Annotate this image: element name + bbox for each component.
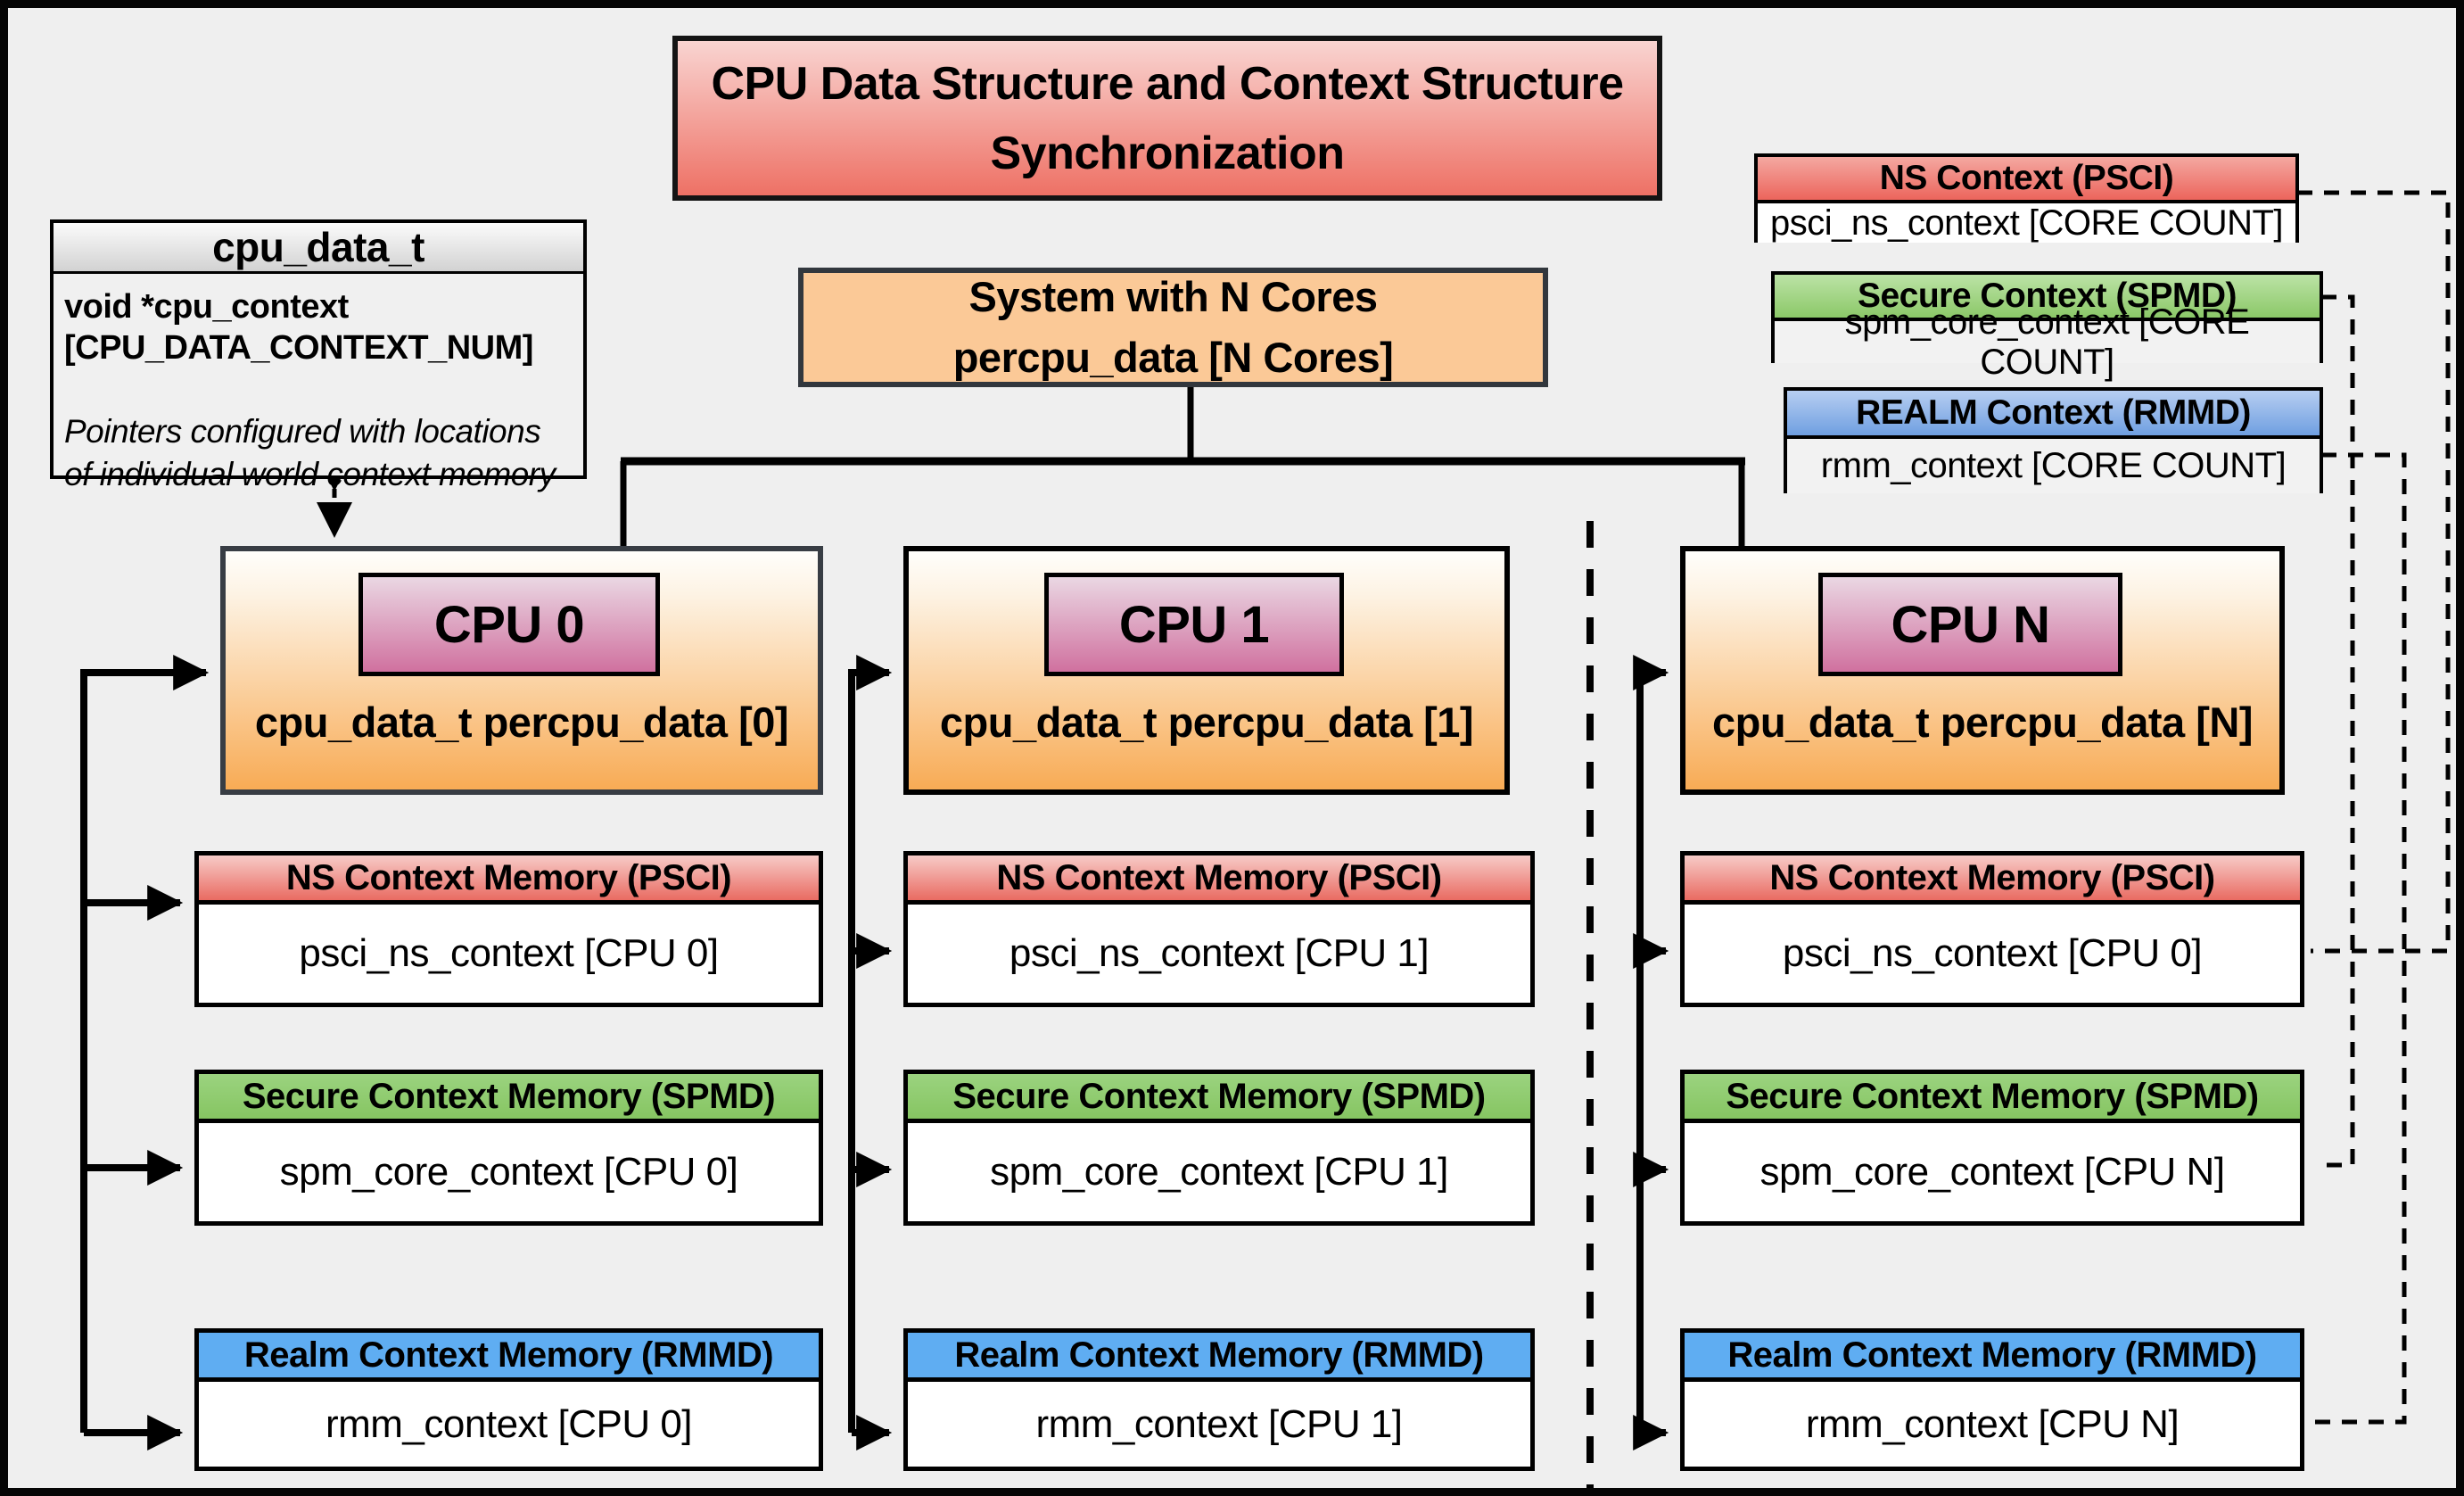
- cpu0-feed-lines: [80, 655, 210, 1451]
- struct-note-line1: Pointers configured with locations: [64, 413, 541, 450]
- cpuN-realm-context-memory: Realm Context Memory (RMMD) rmm_context …: [1680, 1328, 2304, 1471]
- cpu0-realm-title: Realm Context Memory (RMMD): [199, 1333, 819, 1382]
- cpuN-feed-lines: [1633, 655, 1669, 1451]
- legend-realm-context: REALM Context (RMMD) rmm_context [CORE C…: [1784, 387, 2323, 493]
- cpu1-ns-title: NS Context Memory (PSCI): [908, 855, 1530, 905]
- cpuN-ns-title: NS Context Memory (PSCI): [1685, 855, 2300, 905]
- cpu0-ns-context-memory: NS Context Memory (PSCI) psci_ns_context…: [194, 851, 823, 1007]
- system-box: System with N Cores percpu_data [N Cores…: [798, 268, 1548, 387]
- cpu1-realm-title: Realm Context Memory (RMMD): [908, 1333, 1530, 1382]
- legend-secure-title: Secure Context (SPMD): [1775, 275, 2320, 321]
- cpu0-realm-body: rmm_context [CPU 0]: [325, 1401, 693, 1446]
- cpu1-realm-body: rmm_context [CPU 1]: [1035, 1401, 1403, 1446]
- system-box-line1: System with N Cores: [968, 272, 1378, 320]
- struct-note-line2: of individual world context memory: [64, 456, 556, 493]
- legend-secure-body: spm_core_context [CORE COUNT]: [1775, 302, 2320, 382]
- cpu0-realm-context-memory: Realm Context Memory (RMMD) rmm_context …: [194, 1328, 823, 1471]
- rmmd-legend-link: [2311, 452, 2407, 1425]
- cpuN-ns-body: psci_ns_context [CPU 0]: [1782, 931, 2203, 975]
- cpu0-data-label: cpu_data_t percpu_data [0]: [254, 698, 789, 746]
- struct-field-line1: void *cpu_context: [64, 288, 349, 326]
- legend-ns-title: NS Context (PSCI): [1758, 157, 2295, 203]
- struct-field: void *cpu_context [CPU_DATA_CONTEXT_NUM]: [54, 274, 583, 369]
- system-box-line2: percpu_data [N Cores]: [952, 334, 1394, 381]
- cpu1-ns-context-memory: NS Context Memory (PSCI) psci_ns_context…: [903, 851, 1535, 1007]
- cpu0-ns-body: psci_ns_context [CPU 0]: [299, 931, 719, 975]
- cpuN-data-label: cpu_data_t percpu_data [N]: [1712, 698, 2253, 746]
- cpu0-secure-body: spm_core_context [CPU 0]: [279, 1150, 738, 1194]
- cpu0-label-box: CPU 0: [358, 573, 660, 676]
- legend-ns-body: psci_ns_context [CORE COUNT]: [1758, 203, 2295, 243]
- cpuN-realm-body: rmm_context [CPU N]: [1805, 1401, 2180, 1446]
- struct-note: Pointers configured with locations of in…: [54, 410, 583, 496]
- cpuN-realm-title: Realm Context Memory (RMMD): [1685, 1333, 2300, 1382]
- cpu1-ns-body: psci_ns_context [CPU 1]: [1009, 931, 1430, 975]
- system-tree-connector: [620, 387, 1745, 549]
- legend-secure-context: Secure Context (SPMD) spm_core_context […: [1771, 271, 2323, 382]
- cpu1-realm-context-memory: Realm Context Memory (RMMD) rmm_context …: [903, 1328, 1535, 1471]
- cpu0-secure-title: Secure Context Memory (SPMD): [199, 1074, 819, 1123]
- cpuN-ns-context-memory: NS Context Memory (PSCI) psci_ns_context…: [1680, 851, 2304, 1007]
- cpu-data-t-struct-box: cpu_data_t void *cpu_context [CPU_DATA_C…: [50, 219, 587, 492]
- diagram-title-line1: CPU Data Structure and Context Structure: [711, 57, 1624, 110]
- legend-realm-body: rmm_context [CORE COUNT]: [1787, 439, 2320, 493]
- cpu1-data-label: cpu_data_t percpu_data [1]: [939, 698, 1474, 746]
- cpu1-box: CPU 1 cpu_data_t percpu_data [1]: [903, 546, 1510, 795]
- struct-field-line2: [CPU_DATA_CONTEXT_NUM]: [64, 329, 533, 368]
- diagram-title-line2: Synchronization: [990, 127, 1345, 179]
- cpuN-label-box: CPU N: [1818, 573, 2122, 676]
- cpu0-secure-context-memory: Secure Context Memory (SPMD) spm_core_co…: [194, 1070, 823, 1226]
- struct-header: cpu_data_t: [54, 223, 583, 274]
- cpu1-secure-title: Secure Context Memory (SPMD): [908, 1074, 1530, 1123]
- cpu1-secure-body: spm_core_context [CPU 1]: [990, 1150, 1448, 1194]
- cpuN-secure-body: spm_core_context [CPU N]: [1759, 1150, 2225, 1194]
- cpuN-secure-title: Secure Context Memory (SPMD): [1685, 1074, 2300, 1123]
- cpu0-ns-title: NS Context Memory (PSCI): [199, 855, 819, 905]
- cpuN-secure-context-memory: Secure Context Memory (SPMD) spm_core_co…: [1680, 1070, 2304, 1226]
- cpuN-box: CPU N cpu_data_t percpu_data [N]: [1680, 546, 2285, 795]
- cpu0-box: CPU 0 cpu_data_t percpu_data [0]: [220, 546, 823, 795]
- legend-realm-title: REALM Context (RMMD): [1787, 391, 2320, 439]
- cpu1-secure-context-memory: Secure Context Memory (SPMD) spm_core_co…: [903, 1070, 1535, 1226]
- cpu1-label-box: CPU 1: [1044, 573, 1344, 676]
- legend-ns-context: NS Context (PSCI) psci_ns_context [CORE …: [1754, 153, 2299, 243]
- diagram-title: CPU Data Structure and Context Structure…: [672, 36, 1662, 201]
- cpu1-feed-lines: [848, 655, 893, 1451]
